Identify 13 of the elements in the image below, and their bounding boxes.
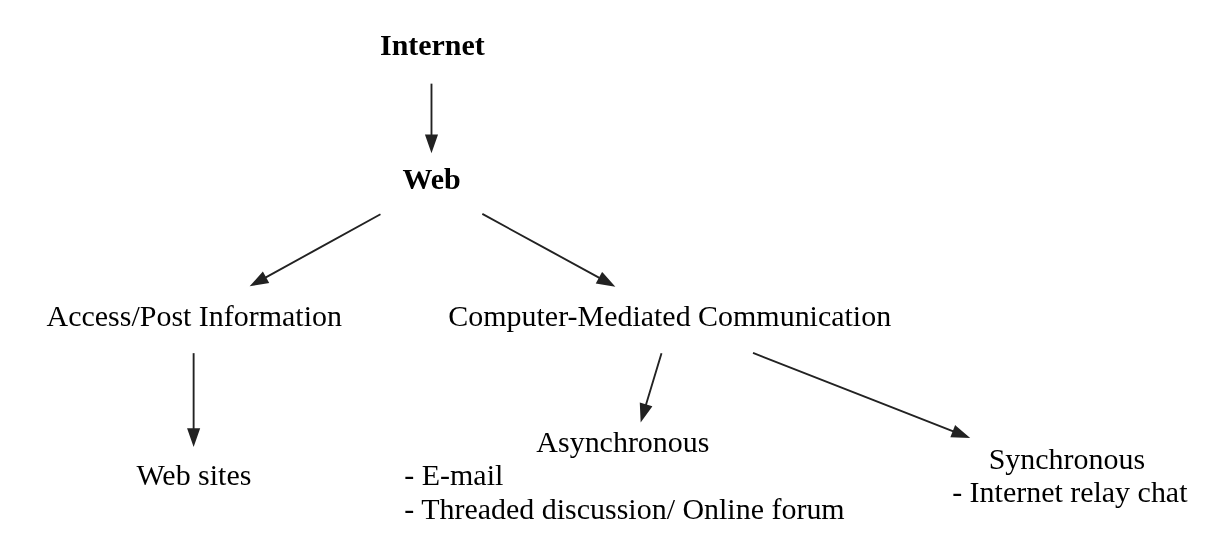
node-text: Access/Post Information bbox=[46, 299, 342, 333]
node-text: Internet bbox=[379, 27, 485, 61]
node-text: Computer-Mediated Communication bbox=[448, 299, 892, 333]
arrow bbox=[424, 82, 439, 154]
arrow bbox=[481, 212, 616, 287]
node-text: Web bbox=[402, 162, 461, 196]
node-text: Asynchronous - E-mail - Threaded discussion/ Online forum bbox=[404, 424, 845, 526]
node-text: Web sites bbox=[136, 458, 252, 492]
arrow bbox=[187, 352, 201, 448]
arrow bbox=[639, 352, 663, 423]
arrow bbox=[752, 352, 971, 438]
arrow bbox=[249, 213, 382, 287]
node-text: Synchronous - Internet relay chat bbox=[952, 441, 1188, 509]
